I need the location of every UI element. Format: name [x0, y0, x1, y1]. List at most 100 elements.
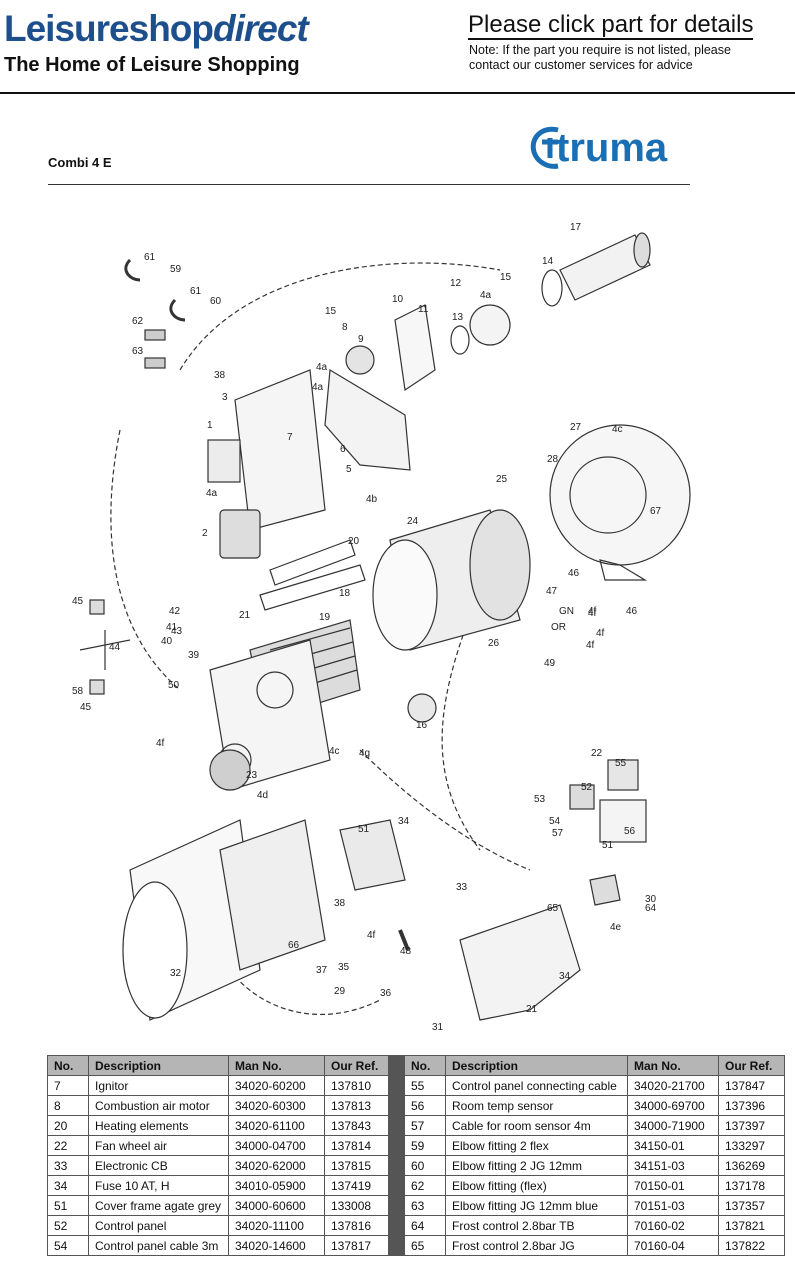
part-callout[interactable]: 14: [542, 256, 554, 267]
part-callout[interactable]: 20: [348, 536, 360, 547]
part-callout[interactable]: 13: [452, 312, 464, 323]
part-callout[interactable]: GN: [559, 606, 574, 617]
part-callout[interactable]: 4a: [316, 362, 328, 373]
part-callout[interactable]: 24: [407, 516, 419, 527]
part-callout[interactable]: 46: [626, 606, 638, 617]
part-callout[interactable]: 23: [246, 770, 258, 781]
part-callout[interactable]: 4a: [206, 488, 218, 499]
part-callout[interactable]: 48: [400, 946, 412, 957]
part-cover-frame-51[interactable]: [599, 799, 647, 843]
part-callout[interactable]: 1: [207, 420, 213, 431]
part-callout[interactable]: 67: [650, 506, 662, 517]
part-callout[interactable]: 4e: [610, 922, 622, 933]
part-callout[interactable]: 63: [132, 346, 144, 357]
part-callout[interactable]: 64: [645, 903, 657, 914]
part-callout[interactable]: 42: [169, 606, 181, 617]
part-callout[interactable]: 5: [346, 464, 352, 475]
diagram-part-labels[interactable]: 1714615912154a6160151011136289634a384a31…: [72, 222, 662, 1033]
part-callout[interactable]: 4a: [312, 382, 324, 393]
part-callout[interactable]: 2: [202, 528, 208, 539]
part-callout[interactable]: 61: [190, 286, 202, 297]
part-callout[interactable]: 22: [591, 748, 603, 759]
part-callout[interactable]: 34: [398, 816, 410, 827]
site-logo[interactable]: Leisureshopdirect: [4, 8, 309, 50]
part-callout[interactable]: 60: [210, 296, 222, 307]
part-callout[interactable]: 26: [488, 638, 500, 649]
part-callout[interactable]: 3: [222, 392, 228, 403]
part-callout[interactable]: 61: [144, 252, 156, 263]
part-electronic-cb-33[interactable]: [339, 819, 406, 891]
part-callout[interactable]: 16: [416, 720, 428, 731]
part-callout[interactable]: 29: [334, 986, 346, 997]
part-callout[interactable]: 25: [496, 474, 508, 485]
part-callout[interactable]: 4f: [156, 738, 165, 749]
part-callout[interactable]: 38: [214, 370, 226, 381]
part-callout[interactable]: 59: [170, 264, 182, 275]
part-callout[interactable]: 40: [161, 636, 173, 647]
part-callout[interactable]: 43: [171, 626, 183, 637]
part-callout[interactable]: 17: [570, 222, 582, 233]
part-callout[interactable]: 51: [358, 824, 370, 835]
part-callout[interactable]: 8: [342, 322, 348, 333]
part-callout[interactable]: 11: [418, 304, 429, 315]
part-callout[interactable]: 4f: [586, 640, 595, 651]
part-callout[interactable]: 65: [547, 903, 559, 914]
part-callout[interactable]: 51: [602, 840, 614, 851]
part-callout[interactable]: 4g: [359, 748, 370, 759]
part-callout[interactable]: 62: [132, 316, 144, 327]
part-callout[interactable]: 28: [547, 454, 559, 465]
part-callout[interactable]: 45: [80, 702, 92, 713]
part-fan-wheel-22[interactable]: [209, 749, 251, 791]
part-callout[interactable]: 56: [624, 826, 636, 837]
part-callout[interactable]: 19: [319, 612, 331, 623]
part-callout[interactable]: 4d: [257, 790, 268, 801]
part-callout[interactable]: 6: [340, 444, 346, 455]
part-callout[interactable]: 37: [316, 965, 328, 976]
part-callout[interactable]: 4b: [366, 494, 378, 505]
part-callout[interactable]: 44: [109, 642, 121, 653]
part-callout[interactable]: 21: [239, 610, 251, 621]
part-callout[interactable]: 38: [334, 898, 346, 909]
part-callout[interactable]: 49: [544, 658, 556, 669]
part-callout[interactable]: 4f: [588, 606, 597, 617]
part-callout[interactable]: 66: [288, 940, 300, 951]
part-callout[interactable]: 35: [338, 962, 350, 973]
part-callout[interactable]: 36: [380, 988, 392, 999]
part-callout[interactable]: 33: [456, 882, 468, 893]
part-callout[interactable]: 4a: [480, 290, 492, 301]
part-callout[interactable]: 50: [168, 680, 180, 691]
part-callout[interactable]: 27: [570, 422, 582, 433]
part-callout[interactable]: 53: [534, 794, 546, 805]
part-callout[interactable]: 4f: [367, 930, 376, 941]
part-callout[interactable]: 39: [188, 650, 200, 661]
part-callout[interactable]: 54: [549, 816, 561, 827]
part-callout[interactable]: 45: [72, 596, 84, 607]
part-cover-1[interactable]: [207, 439, 241, 483]
part-callout[interactable]: 58: [72, 686, 84, 697]
part-grille-2[interactable]: [219, 509, 261, 559]
part-callout[interactable]: 10: [392, 294, 404, 305]
part-callout[interactable]: OR: [551, 622, 566, 633]
part-callout[interactable]: 32: [170, 968, 182, 979]
part-callout[interactable]: 4f: [596, 628, 605, 639]
part-control-panel-52[interactable]: [607, 759, 639, 791]
part-callout[interactable]: 12: [450, 278, 462, 289]
part-callout[interactable]: 55: [615, 758, 627, 769]
part-callout[interactable]: 41: [166, 622, 178, 633]
part-callout[interactable]: 7: [287, 432, 293, 443]
part-callout[interactable]: 15: [500, 272, 512, 283]
part-callout[interactable]: 15: [325, 306, 337, 317]
part-callout[interactable]: 52: [581, 782, 593, 793]
part-callout[interactable]: 46: [568, 568, 580, 579]
part-callout[interactable]: 31: [432, 1022, 444, 1033]
